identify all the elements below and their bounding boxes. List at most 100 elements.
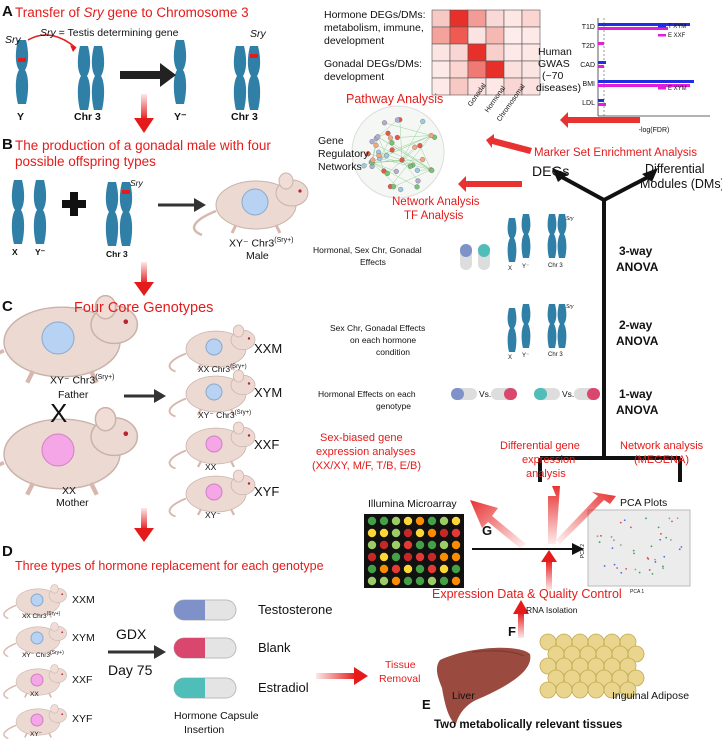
offspring-name-3: XXF [254,437,280,452]
red-arrow-b-c [141,262,147,284]
microarray-spot [391,540,401,550]
network-node [419,157,426,163]
pca-point [659,538,662,541]
microarray-spot [367,564,377,574]
heatmap-cell [449,9,469,28]
network-node [393,168,399,174]
illumina-label: Illumina Microarray [368,498,457,510]
mouse-sex-b: Male [246,250,269,262]
microarray-spot [415,528,425,538]
heatmap-cell [449,43,469,62]
panel-label-d: D [2,543,13,560]
sexbiased-1: Sex-biased gene [320,432,403,444]
sry-label-a2: Sry [250,28,266,40]
pca-point [623,519,626,522]
label-yminus-b: Y⁻ [35,247,46,257]
adipocyte [627,669,645,687]
panel-c-title: Four Core Genotypes [74,300,214,316]
r-chr3-2: Chr 3 [548,352,563,358]
hm-row2-l1: Gonadal DEGs/DMs: [324,58,423,70]
offspring-sub-2: XY⁻ Chr3(Sry+) [198,410,252,420]
heatmap-cell [485,43,505,62]
gwas-xlabel: -log(FDR) [639,127,670,134]
heatmap-cell [521,26,541,45]
gwas-trait-label: CAD [580,62,595,69]
r-y-1: Y⁻ [522,264,530,270]
pca-point [634,568,637,571]
offspring-name-4: XYF [254,484,280,499]
panel-a-chromosomes [15,34,261,110]
microarray-spot [379,540,389,550]
diffexp-2: expression [522,454,576,466]
gwas-bar [598,99,604,102]
hormone-testosterone: Testosterone [258,602,333,617]
microarray-spot [367,552,377,562]
network-node [399,157,405,163]
panel-label-g: G [482,523,493,538]
microarray-spot [427,552,437,562]
r-x-1: X [508,266,513,272]
heatmap-cell [485,60,505,79]
effects1-2: genotype [376,401,411,411]
panel-label-b: B [2,136,13,153]
adipose-illustration [539,633,645,699]
microarray-spots [367,516,461,586]
qc-arrow [541,550,557,590]
network-node [420,118,426,124]
red-arrow-a-b [141,94,147,120]
r-sry-1: Sry [566,216,574,222]
network-node [394,117,401,123]
heatmap-cell [503,43,523,62]
gwas-label-2: GWAS [538,58,570,70]
pca-xlabel: PCA 1 [630,589,645,595]
microarray-spot [379,576,389,586]
offspring-sub-4: XY⁻ [205,510,221,520]
hm-row1-l3: development [324,35,385,47]
label-chr3-b2: Chr 3 [106,249,128,259]
microarray-spot [427,528,437,538]
anova2-1: 2-way [619,318,653,332]
gwas-trait-label: T1D [582,24,595,31]
microarray-spot [379,516,389,526]
gwas-trait-label: LDL [582,100,595,107]
network-node [389,147,395,153]
offspring-name-1: XXM [254,341,283,356]
r-chr3-1: Chr 3 [548,263,563,269]
microarray-spot [415,516,425,526]
microarray-spot [403,540,413,550]
network-node [429,167,435,174]
pca-point [668,517,671,520]
pca-point [662,565,664,568]
anova1-2: ANOVA [616,403,659,417]
diffexp-3: analysis [526,468,566,480]
pca-point [654,561,657,563]
microarray-spot [451,528,461,538]
offspring-sub-3: XX [205,462,217,472]
adipocyte [571,681,589,699]
gwas-bar [598,23,690,26]
d-genotype-2: XYM [72,632,95,644]
network-node [375,134,381,140]
network-node [398,186,404,193]
anova2-2: ANOVA [616,334,659,348]
pca-point [616,567,619,569]
heatmap-cell [467,60,487,79]
degs-label: DEGs [532,163,570,179]
pca-ylabel: PCA 2 [580,543,587,559]
microarray-spot [403,552,413,562]
label-x-b: X [12,247,18,257]
network-node [369,139,375,145]
gdx-label: GDX [116,626,147,642]
effects2-2: on each hormone [350,335,417,345]
panel-b-title: The production of a gonadal male with fo… [15,138,271,169]
sry-label-a: Sry [5,34,21,46]
pca-point [612,539,615,542]
pca-point [662,567,665,570]
offspring-name-2: XYM [254,385,283,400]
pca-point [669,539,672,541]
panel-d-mice [3,583,68,739]
anova3-1: 3-way [619,244,653,258]
right-chromosomes [507,214,567,352]
pca-point [598,541,601,543]
